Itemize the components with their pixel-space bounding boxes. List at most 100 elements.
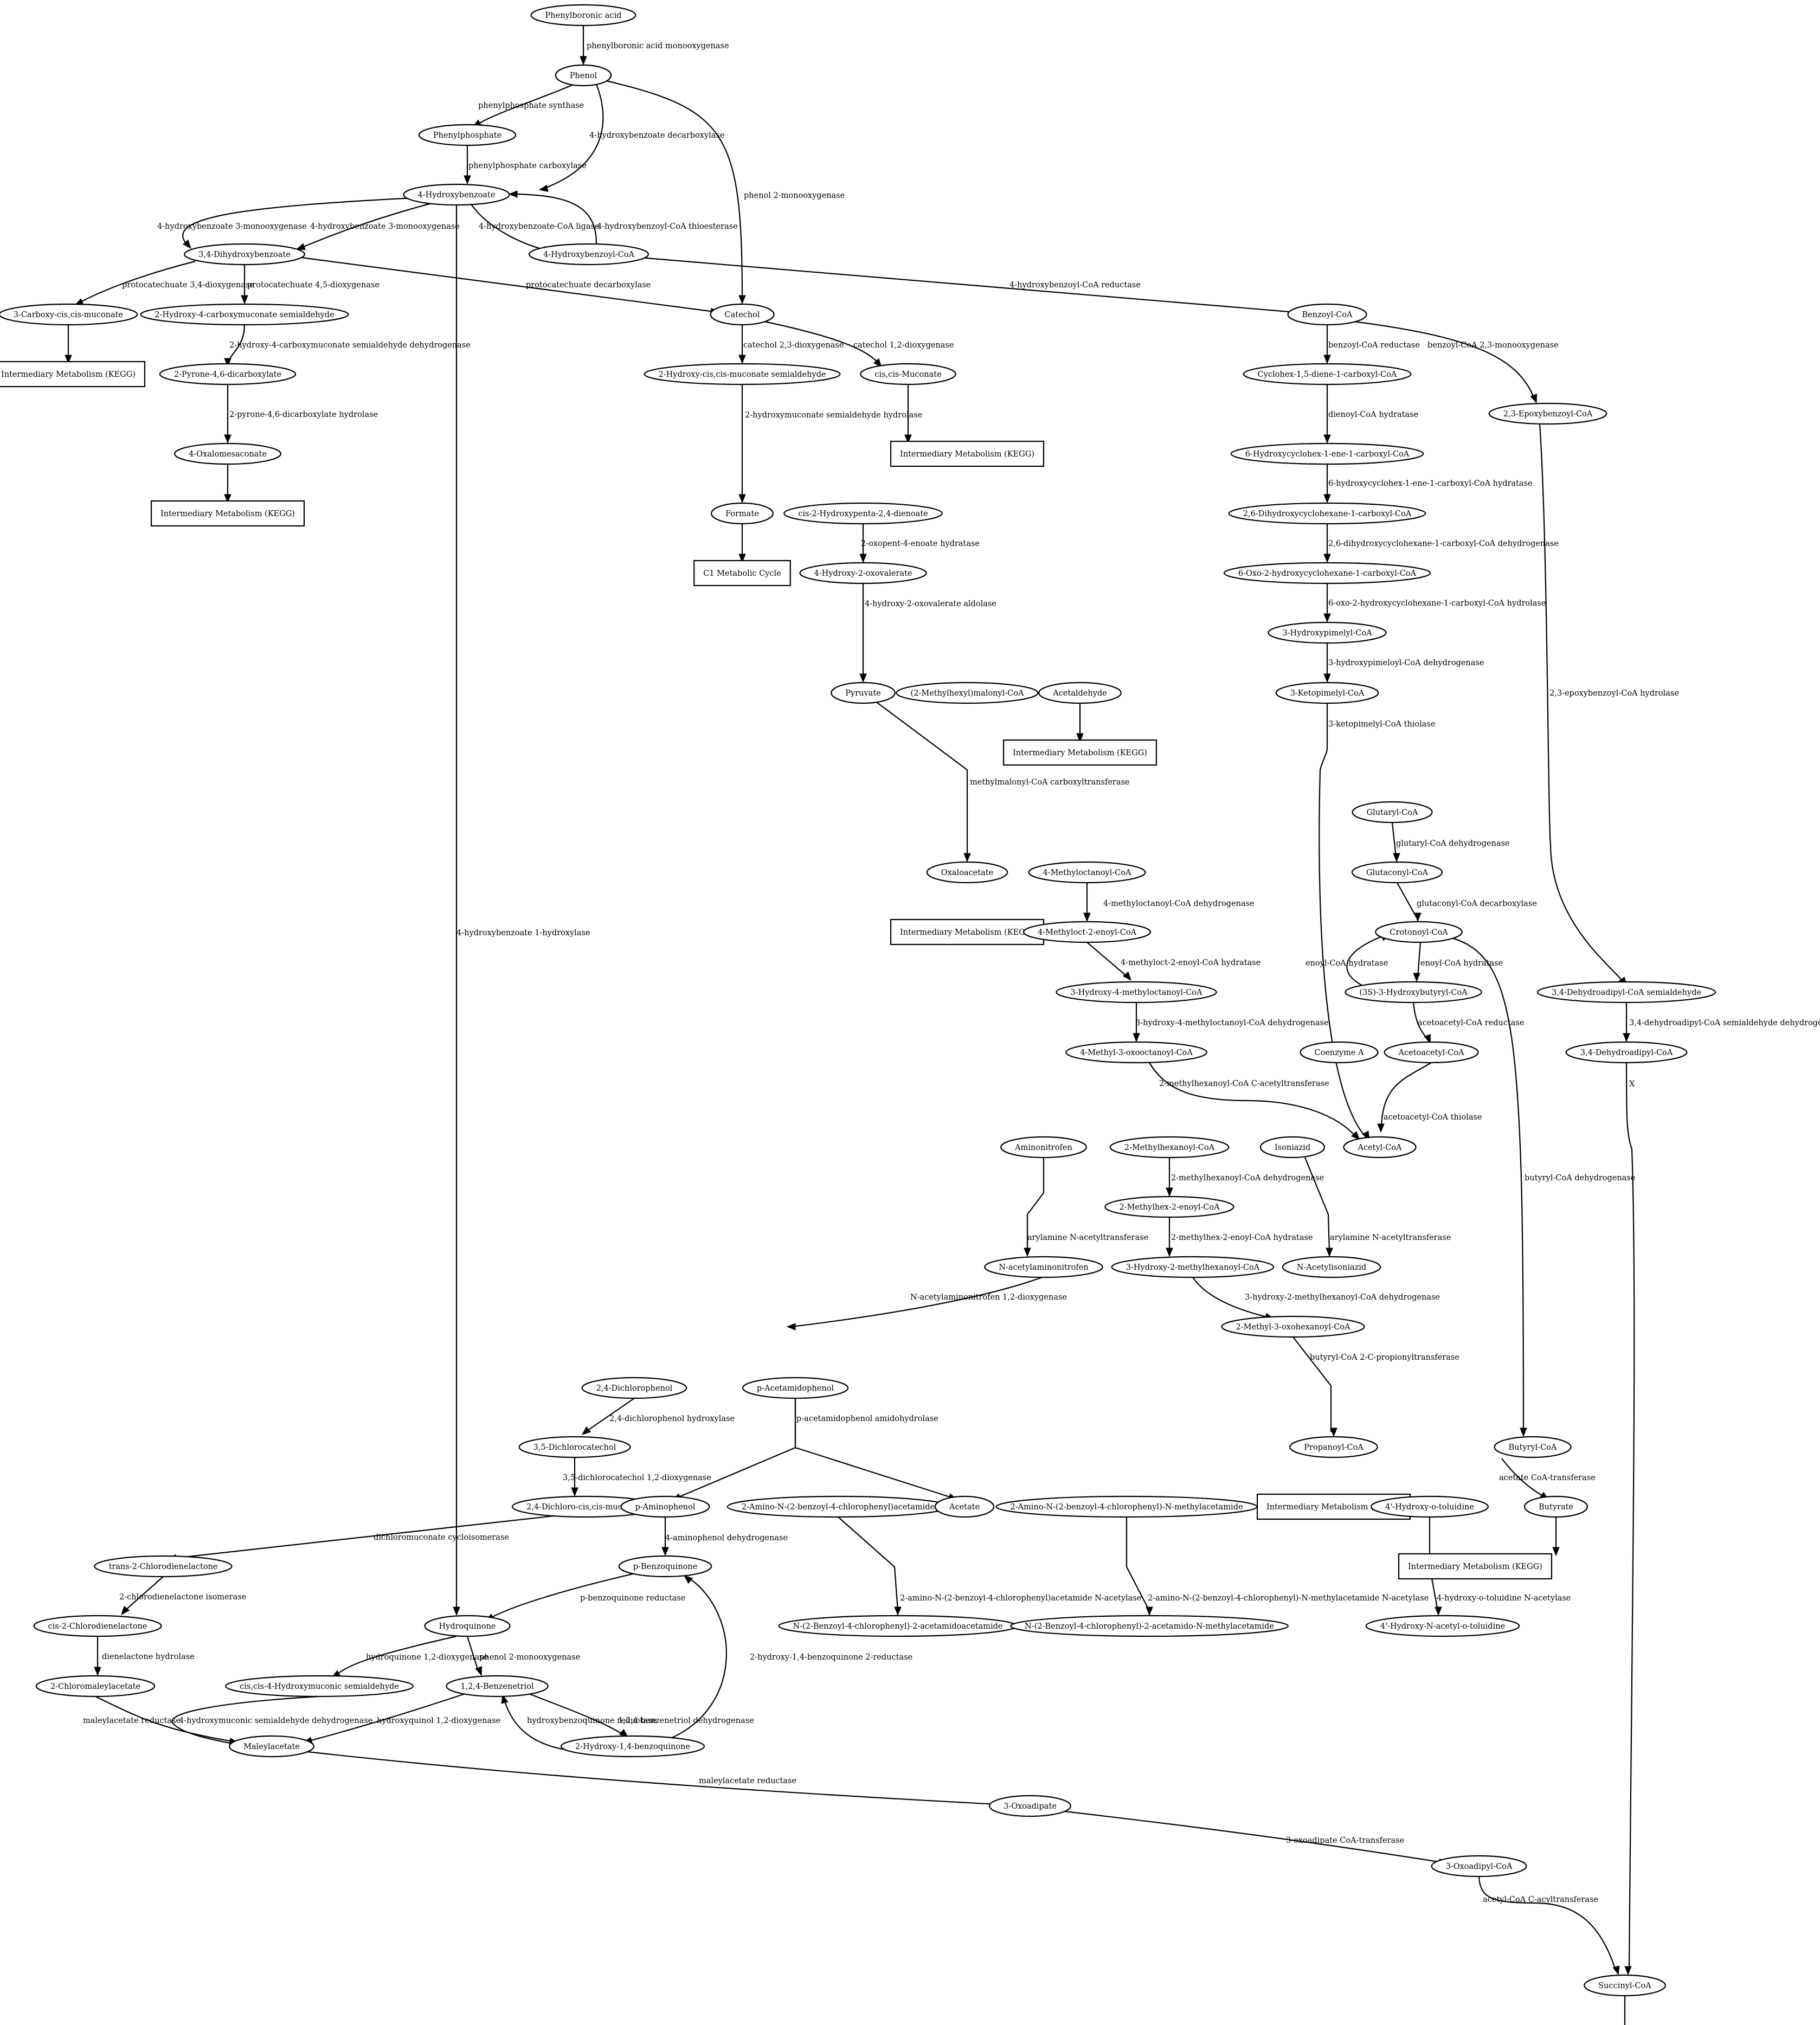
node-label: Isoniazid — [1275, 1143, 1310, 1152]
arrowhead — [1076, 733, 1084, 743]
edge-label: p-acetamidophenol amidohydrolase — [796, 1415, 938, 1423]
node-label: 3,4-Dehydroadipyl-CoA — [1580, 1049, 1673, 1057]
edge-label: 4-hydroxybenzoate 3-monooxygenase — [157, 222, 307, 231]
node-label: Intermediary Metabolism (KEGG) — [160, 510, 295, 518]
box-node: Intermediary Metabolism (KEGG) — [150, 500, 305, 527]
node-box — [1002, 739, 1157, 766]
node-ellipse — [1228, 502, 1426, 525]
compound-node: 4-Methyloct-2-enoyl-CoA — [1022, 921, 1152, 943]
edge-line — [490, 1571, 640, 1618]
compound-node: Butyryl-CoA — [1494, 1436, 1572, 1458]
node-label: 2-Hydroxy-cis,cis-muconate semialdehyde — [659, 370, 826, 379]
edge: 2-amino-N-(2-benzoyl-4-chlorophenyl)-N-m… — [1126, 1517, 1429, 1616]
edge: acetate CoA-transferase — [1499, 1458, 1596, 1500]
arrowhead — [1520, 1428, 1527, 1437]
edge: benzoyl-CoA 2,3-monooxygenase — [1344, 319, 1559, 404]
compound-node: 1,2,4-Benzenetriol — [446, 1675, 549, 1698]
edge — [1552, 1517, 1560, 1557]
node-ellipse — [35, 1675, 156, 1698]
node-ellipse — [1028, 861, 1146, 884]
edge-line — [302, 1750, 998, 1805]
edge-label: phenylphosphate carboxylase — [468, 162, 587, 170]
arrowhead — [1424, 1034, 1431, 1044]
arrowhead — [475, 1666, 483, 1676]
arrowhead — [1624, 1966, 1632, 1976]
edge-label: phenylphosphate synthase — [478, 101, 584, 110]
edge: acetoacetyl-CoA thiolase — [1377, 1062, 1482, 1133]
node-label: Intermediary Metabolism (KEGG) — [1, 370, 136, 379]
compound-node: 3-Ketopimelyl-CoA — [1275, 682, 1379, 704]
node-ellipse — [1523, 1495, 1589, 1518]
arrowhead — [1024, 1248, 1031, 1257]
edge-line — [78, 260, 196, 304]
node-label: 3-Oxoadipate — [1004, 1802, 1057, 1811]
arrowhead — [683, 1575, 693, 1584]
compound-node: 4-Hydroxy-2-oxovalerate — [799, 562, 927, 584]
edge-label: 2-methylhex-2-enoyl-CoA hydratase — [1171, 1233, 1313, 1242]
node-label: Butyryl-CoA — [1509, 1443, 1557, 1452]
node-label: Acetoacetyl-CoA — [1398, 1049, 1464, 1057]
edge: 2-hydroxy-1,4-benzoquinone 2-reductase — [662, 1575, 912, 1743]
edge-label: 4-hydroxybenzoate 3-monooxygenase — [310, 222, 460, 231]
node-ellipse — [1300, 1041, 1379, 1064]
node-label: Crotonoyl-CoA — [1390, 928, 1448, 937]
node-box — [693, 560, 791, 587]
node-ellipse — [799, 562, 927, 584]
edge-label: hydroxybenzoquinone reductase — [527, 1717, 657, 1725]
arrowhead — [661, 1547, 669, 1557]
node-ellipse — [1287, 303, 1367, 326]
node-ellipse — [1268, 621, 1387, 644]
node-label: Phenol — [570, 72, 597, 80]
node-ellipse — [1243, 363, 1412, 385]
node-label: (2-Methylhexyl)malonyl-CoA — [911, 689, 1024, 698]
edge — [1076, 703, 1084, 743]
edge-label: 2-hydroxy-4-carboxymuconate semialdehyde… — [229, 341, 471, 350]
edge-label: 3-hydroxy-4-methyloctanoyl-CoA dehydroge… — [1135, 1019, 1329, 1027]
node-label: 2-Amino-N-(2-benzoyl-4-chlorophenyl)acet… — [742, 1503, 935, 1512]
node-label: Oxaloacetate — [941, 869, 993, 877]
edge-line — [171, 1695, 320, 1745]
edge: p-acetamidophenol amidohydrolase — [671, 1398, 938, 1501]
edge-label: catechol 2,3-dioxygenase — [743, 341, 844, 350]
node-ellipse — [783, 502, 943, 525]
node-label: 4-Hydroxybenzoyl-CoA — [543, 250, 634, 259]
compound-node: Acetoacetyl-CoA — [1384, 1041, 1479, 1064]
arrowhead — [224, 434, 231, 444]
box-node: Intermediary Metabolism (KEGG) — [890, 440, 1045, 467]
node-ellipse — [1494, 1436, 1572, 1458]
edge-line — [662, 1577, 727, 1743]
arrowhead — [224, 494, 231, 504]
compound-node: 2-Hydroxy-4-carboxymuconate semialdehyde — [140, 303, 349, 326]
arrowhead — [581, 1426, 591, 1435]
node-label: 3-Ketopimelyl-CoA — [1290, 689, 1365, 698]
edge-line — [1447, 936, 1525, 1432]
compound-node: 2-Amino-N-(2-benzoyl-4-chlorophenyl)acet… — [726, 1495, 950, 1518]
edge: 3-hydroxy-2-methylhexanoyl-CoA dehydroge… — [1192, 1277, 1440, 1320]
edge-line — [525, 1692, 624, 1735]
edge-line — [95, 1696, 234, 1743]
edge-line — [794, 1398, 952, 1499]
edge: 4-methyloct-2-enoyl-CoA hydratase — [1086, 942, 1261, 981]
node-label: 6-Oxo-2-hydroxycyclohexane-1-carboxyl-Co… — [1238, 569, 1417, 578]
arrowhead — [859, 554, 867, 563]
edge-label: N-acetylaminonitrofen 1,2-dioxygenase — [910, 1293, 1067, 1302]
edge: 2-chlorodienelactone isomerase — [119, 1576, 246, 1616]
edge-label: 4-hydroxybenzoate 1-hydroxylase — [456, 929, 590, 937]
edge: butyryl-CoA dehydrogenase — [1447, 936, 1635, 1437]
edge-label: 4-hydroxy-o-toluidine N-acetylase — [1437, 1594, 1571, 1603]
edge-label: 2-amino-N-(2-benzoyl-4-chlorophenyl)-N-m… — [1148, 1594, 1429, 1603]
node-label: cis-2-Hydroxypenta-2,4-dienoate — [798, 510, 928, 518]
arrowhead — [1552, 1547, 1560, 1557]
edge-label: dienoyl-CoA hydratase — [1328, 410, 1418, 419]
node-ellipse — [1488, 402, 1607, 425]
edge: enoyl-CoA hydratase — [1413, 942, 1503, 982]
node-label: Succinyl-CoA — [1598, 1982, 1651, 1990]
node-label: 3-Hydroxypimelyl-CoA — [1282, 629, 1372, 638]
compound-node: 6-Oxo-2-hydroxycyclohexane-1-carboxyl-Co… — [1223, 562, 1431, 584]
edge — [224, 465, 231, 504]
edge: glutaryl-CoA dehydrogenase — [1391, 822, 1510, 863]
node-label: 4-Methyloctanoyl-CoA — [1043, 869, 1131, 877]
edge: 6-oxo-2-hydroxycyclohexane-1-carboxyl-Co… — [1323, 583, 1546, 623]
edge-label: butyryl-CoA 2-C-propionyltransferase — [1310, 1353, 1459, 1362]
edge: phenol 2-monooxygenase — [599, 78, 845, 305]
